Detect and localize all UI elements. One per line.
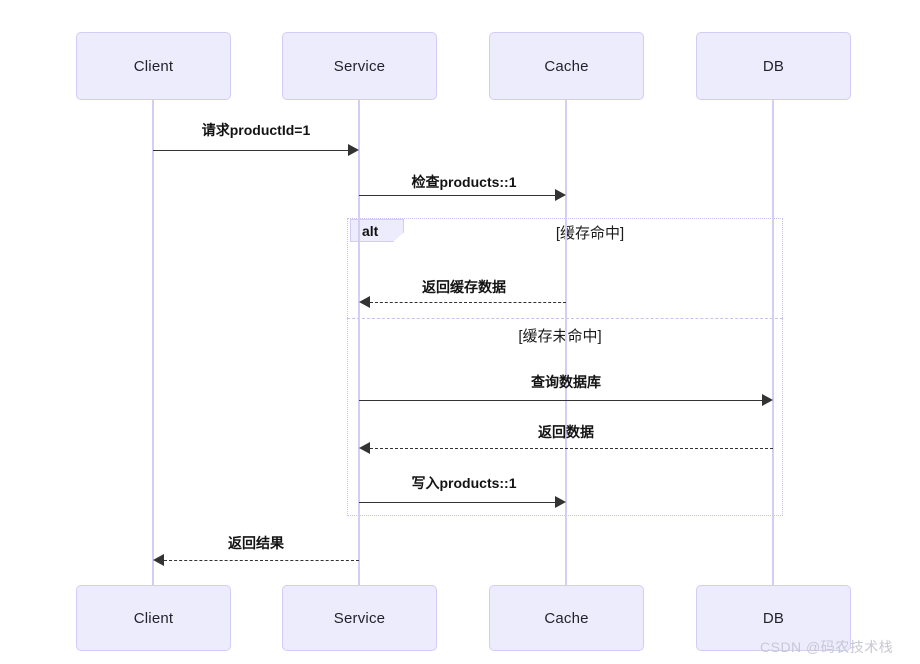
participant-cache-top[interactable]: Cache: [489, 32, 644, 100]
message-line-request-product: [153, 150, 348, 151]
participant-db-bottom[interactable]: DB: [696, 585, 851, 651]
participant-service-bottom-label: Service: [333, 609, 386, 627]
message-arrowhead-check-cache: [555, 189, 566, 201]
message-arrowhead-return-data: [359, 442, 370, 454]
participant-cache-top-label: Cache: [544, 57, 589, 75]
message-arrowhead-write-cache: [555, 496, 566, 508]
message-label-request-product: 请求productId=1: [201, 122, 311, 138]
alt-condition-miss: [缓存未命中]: [518, 328, 602, 345]
watermark: CSDN @码农技术栈: [760, 639, 894, 655]
message-arrowhead-return-result: [153, 554, 164, 566]
message-line-check-cache: [359, 195, 555, 196]
message-line-return-data: [370, 448, 773, 449]
participant-cache-bottom[interactable]: Cache: [489, 585, 644, 651]
message-label-return-cached-data: 返回缓存数据: [422, 279, 506, 295]
participant-db-top-label: DB: [762, 57, 785, 75]
participant-service-bottom[interactable]: Service: [282, 585, 437, 651]
participant-client-top[interactable]: Client: [76, 32, 231, 100]
participant-db-bottom-label: DB: [762, 609, 785, 627]
message-label-check-cache: 检查products::1: [411, 174, 517, 190]
message-label-return-result: 返回结果: [228, 535, 284, 551]
message-label-query-database: 查询数据库: [531, 374, 601, 390]
participant-service-top[interactable]: Service: [282, 32, 437, 100]
alt-condition-hit: [缓存命中]: [555, 225, 625, 242]
participant-client-bottom-label: Client: [133, 609, 174, 627]
message-label-return-data: 返回数据: [538, 424, 594, 440]
message-arrowhead-request-product: [348, 144, 359, 156]
lifeline-cache: [565, 100, 567, 590]
participant-service-top-label: Service: [333, 57, 386, 75]
message-line-write-cache: [359, 502, 555, 503]
message-line-query-database: [359, 400, 762, 401]
lifeline-service: [358, 100, 360, 590]
lifeline-client: [152, 100, 154, 590]
lifeline-db: [772, 100, 774, 590]
message-label-write-cache: 写入products::1: [411, 475, 517, 491]
message-line-return-result: [164, 560, 359, 561]
participant-client-bottom[interactable]: Client: [76, 585, 231, 651]
participant-db-top[interactable]: DB: [696, 32, 851, 100]
alt-fragment-operator-label: alt: [350, 219, 404, 242]
message-line-return-cached-data: [370, 302, 566, 303]
participant-client-top-label: Client: [133, 57, 174, 75]
message-arrowhead-query-database: [762, 394, 773, 406]
message-arrowhead-return-cached-data: [359, 296, 370, 308]
participant-cache-bottom-label: Cache: [544, 609, 589, 627]
